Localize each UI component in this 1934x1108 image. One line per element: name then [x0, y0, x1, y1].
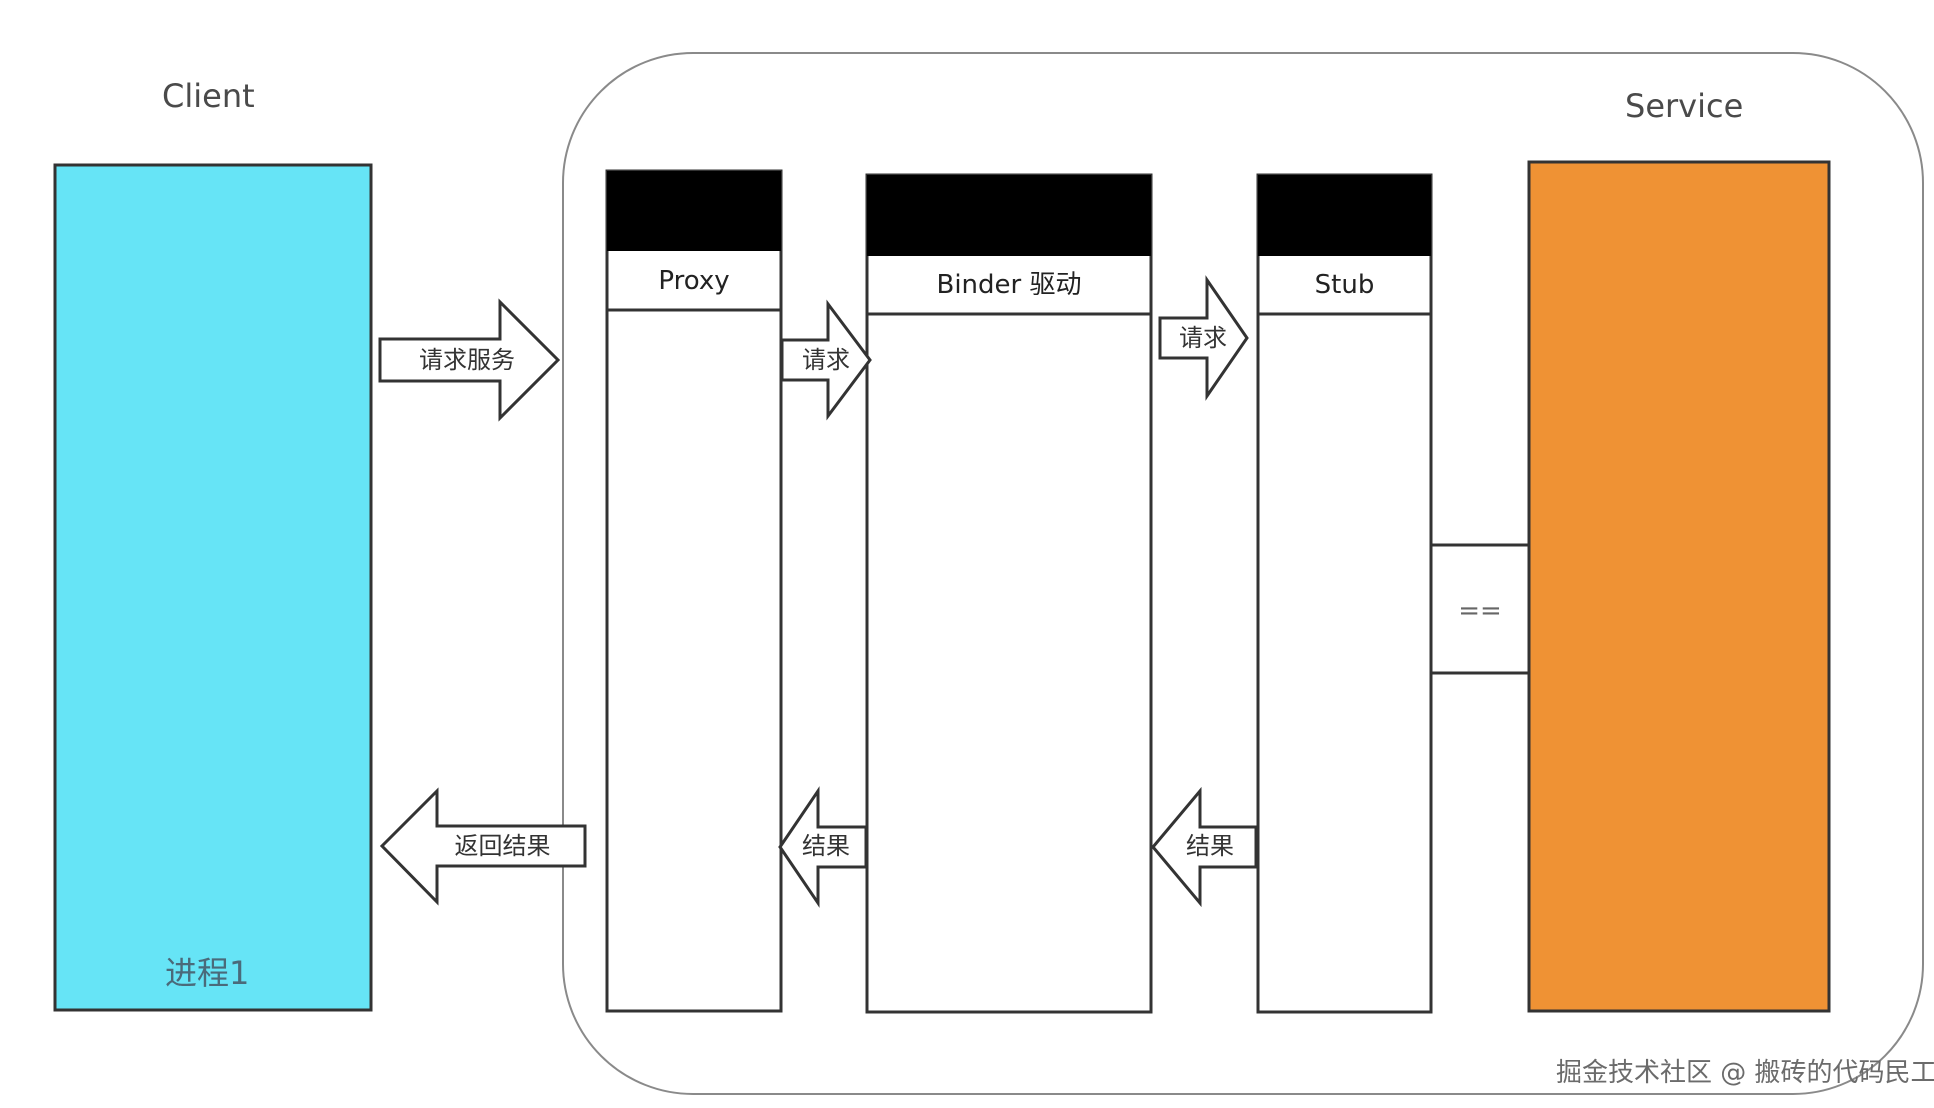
return-result-text: 返回结果	[454, 832, 551, 860]
result-stub-binder-text: 结果	[1186, 832, 1234, 860]
client-process-block	[53, 163, 373, 1012]
stub-column	[1256, 173, 1433, 1014]
request-service-text: 请求服务	[419, 346, 515, 374]
arrow-result-binder-proxy	[778, 786, 868, 908]
arrow-request-service	[378, 298, 561, 422]
service-label: Service	[1625, 87, 1744, 125]
arrow-result-stub-binder	[1151, 786, 1258, 908]
proxy-column	[605, 169, 783, 1013]
service-process-frame	[562, 52, 1924, 1095]
watermark-text: 掘金技术社区 @ 搬砖的代码民工	[1556, 1058, 1934, 1088]
client-label: Client	[162, 77, 255, 115]
arrow-request-proxy-binder	[780, 299, 872, 421]
request-proxy-binder-text: 请求	[802, 346, 850, 374]
result-binder-proxy-text: 结果	[802, 832, 850, 860]
arrow-return-result	[379, 787, 587, 906]
stub-label: Stub	[1314, 270, 1375, 300]
process-label: 进程1	[165, 954, 250, 992]
stub-service-connector	[1429, 543, 1531, 675]
binder-driver-label: Binder 驱动	[936, 270, 1082, 300]
arrow-request-binder-stub	[1158, 275, 1249, 401]
equals-label: ==	[1458, 596, 1502, 626]
binder-column	[865, 173, 1153, 1014]
proxy-label: Proxy	[658, 266, 730, 296]
service-block	[1527, 160, 1831, 1013]
request-binder-stub-text: 请求	[1179, 324, 1227, 352]
proxy-header-bar	[607, 171, 781, 251]
binder-header-bar	[867, 175, 1151, 256]
stub-header-bar	[1258, 175, 1431, 256]
